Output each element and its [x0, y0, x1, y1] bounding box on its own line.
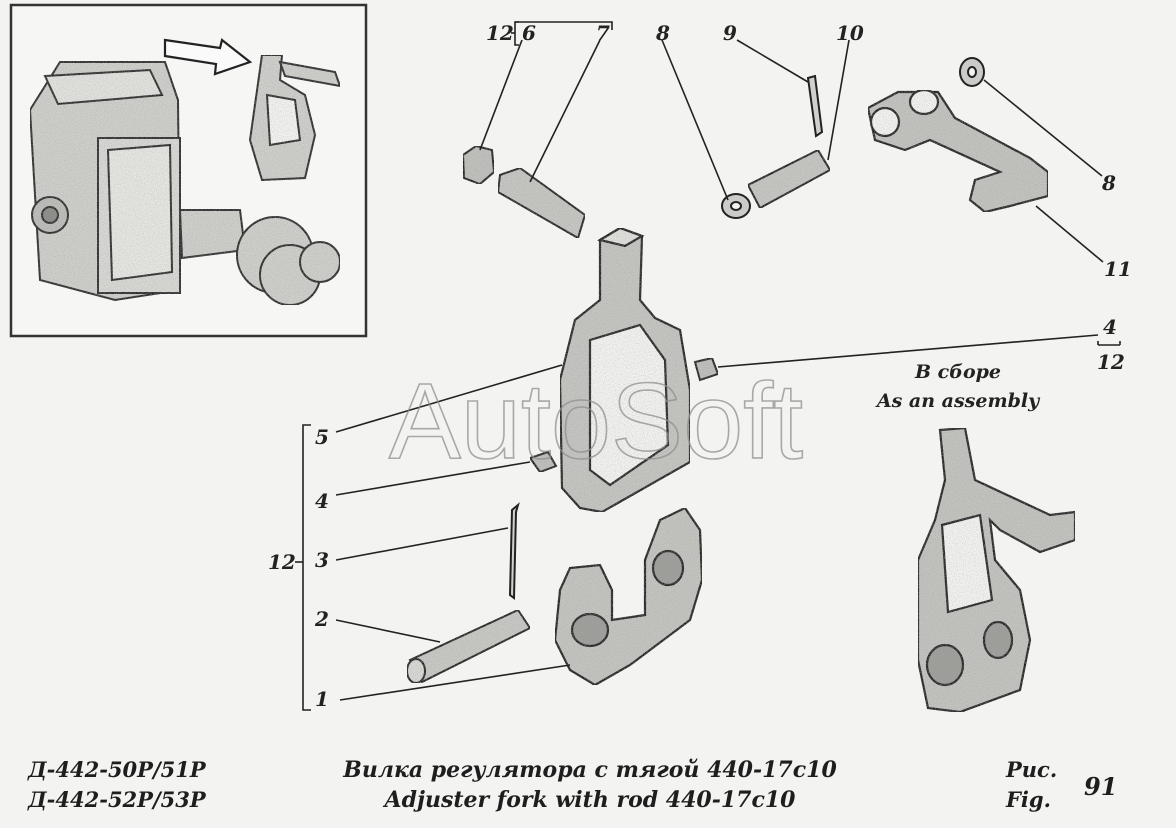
callout-labels: 1 2 3 4 5 12 12 6 7 8 9 10 8 11 4 12 [268, 21, 1132, 711]
callout-9: 9 [723, 21, 737, 45]
callout-12-left: 12 [268, 550, 296, 574]
part-pin-2 [406, 608, 532, 684]
part-cotter-pin-3 [508, 502, 520, 600]
part-cotter-9 [806, 74, 824, 138]
model-line-1: Д-442-50Р/51Р [28, 757, 206, 782]
callout-3: 3 [315, 548, 329, 572]
part-rod-11 [866, 88, 1050, 214]
callout-2: 2 [314, 607, 329, 631]
caption-en: Adjuster fork with rod 440-17с10 [384, 787, 796, 813]
part-stud-7 [496, 166, 587, 240]
callout-10: 10 [836, 21, 864, 45]
figure-label-en: Fig. [1006, 787, 1051, 812]
callout-5: 5 [315, 425, 329, 449]
assembly-note-en: As an assembly [875, 390, 1041, 412]
model-line-2: Д-442-52Р/53Р [28, 787, 206, 812]
callout-11: 11 [1104, 257, 1132, 281]
part-washer-8 [721, 57, 985, 219]
callout-1: 1 [315, 687, 329, 711]
part-axle-10 [746, 148, 832, 210]
part-bushing-4 [528, 356, 720, 474]
part-nut-6 [461, 144, 496, 186]
callout-8-top: 8 [655, 21, 670, 45]
caption-ru: Вилка регулятора с тягой 440-17с10 [343, 757, 837, 783]
figure-number: 91 [1084, 772, 1118, 801]
leader-lines [335, 39, 1104, 701]
callout-12-right: 12 [1097, 350, 1125, 374]
callout-6: 6 [522, 21, 536, 45]
callout-brackets [295, 21, 1121, 711]
figure-label-ru: Рис. [1006, 757, 1058, 782]
assembly-view [916, 426, 1077, 714]
callout-4-right: 4 [1103, 315, 1117, 339]
callout-12-top: 12 [486, 21, 514, 45]
inset-arrow-icon [163, 38, 253, 76]
part-fork-5 [558, 226, 692, 514]
callout-8-right: 8 [1101, 171, 1116, 195]
assembly-note-ru: В сборе [914, 361, 1001, 383]
callout-7: 7 [596, 21, 610, 45]
callout-4: 4 [315, 489, 329, 513]
watermark: AutoSoft [389, 360, 803, 481]
inset-location-view [9, 3, 368, 338]
part-lever-1 [553, 506, 704, 687]
